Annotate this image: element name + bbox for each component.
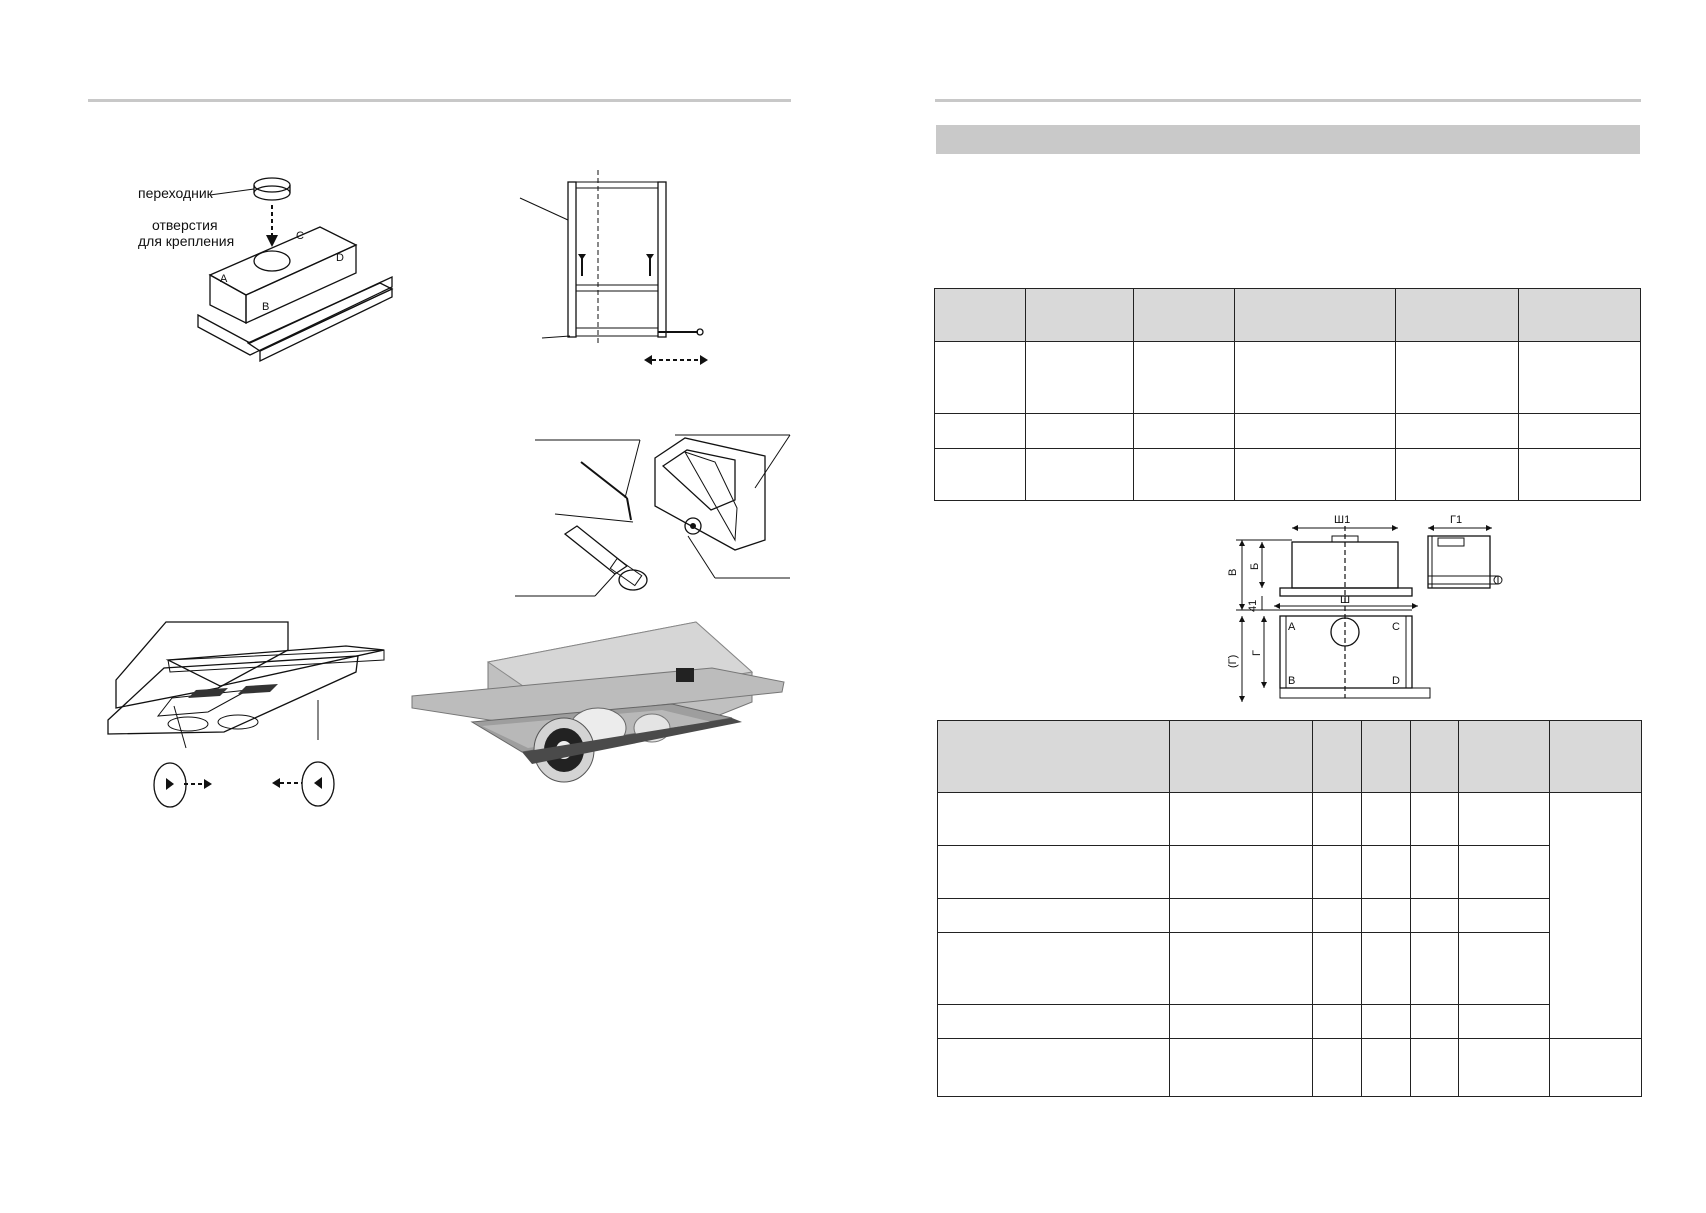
bottom-table-header-row xyxy=(937,720,1642,793)
right-page-top-rule xyxy=(935,99,1641,102)
corner-c-label: C xyxy=(296,230,304,242)
plan-corner-a: A xyxy=(1288,621,1296,633)
plan-corner-d: D xyxy=(1392,675,1400,687)
cabinet-mounting-diagram xyxy=(519,170,708,365)
table-row xyxy=(937,898,1642,933)
dim-b-label: Б xyxy=(1249,563,1261,570)
spec-table-top xyxy=(934,288,1641,501)
hood-adapter-illustration: переходник отверстия для крепления A B C… xyxy=(138,177,394,363)
dim-w-label: Ш xyxy=(1340,594,1350,606)
corner-d-label: D xyxy=(336,252,344,264)
side-profile-drawing: Г1 xyxy=(1427,514,1503,589)
fastener-detail-diagram xyxy=(515,434,791,597)
dim-d-label: Г xyxy=(1251,650,1263,656)
table-row xyxy=(934,413,1641,449)
left-page-top-rule xyxy=(88,99,791,102)
holes-label-line1: отверстия xyxy=(152,217,218,233)
corner-a-label: A xyxy=(220,273,228,285)
hood-render-illustration xyxy=(411,621,785,783)
spec-table-bottom xyxy=(937,720,1642,1097)
filter-removal-illustration xyxy=(107,621,385,808)
table-row xyxy=(937,1038,1642,1097)
corner-b-label: B xyxy=(262,301,269,313)
dim-w1-label: Ш1 xyxy=(1334,514,1350,526)
adapter-label: переходник xyxy=(138,185,214,201)
holes-label-line2: для крепления xyxy=(138,233,234,249)
table-row xyxy=(937,845,1642,899)
dim-41-label: 41 xyxy=(1247,600,1259,612)
table-row xyxy=(934,341,1641,414)
dimension-drawing: Ш1 В Б 41 Ш A B C D (Г) Г xyxy=(1227,514,1431,702)
table-row xyxy=(937,792,1642,1039)
table-row xyxy=(937,1004,1642,1039)
table-row xyxy=(937,932,1642,1005)
plan-corner-b: B xyxy=(1288,675,1295,687)
plan-corner-c: C xyxy=(1392,621,1400,633)
spec-table-header-row xyxy=(934,288,1641,342)
dim-d-paren-label: (Г) xyxy=(1227,655,1239,668)
dim-d1-label: Г1 xyxy=(1450,514,1462,526)
dim-h-label: В xyxy=(1227,569,1239,576)
table-row xyxy=(934,448,1641,501)
section-heading-bar xyxy=(936,125,1640,154)
